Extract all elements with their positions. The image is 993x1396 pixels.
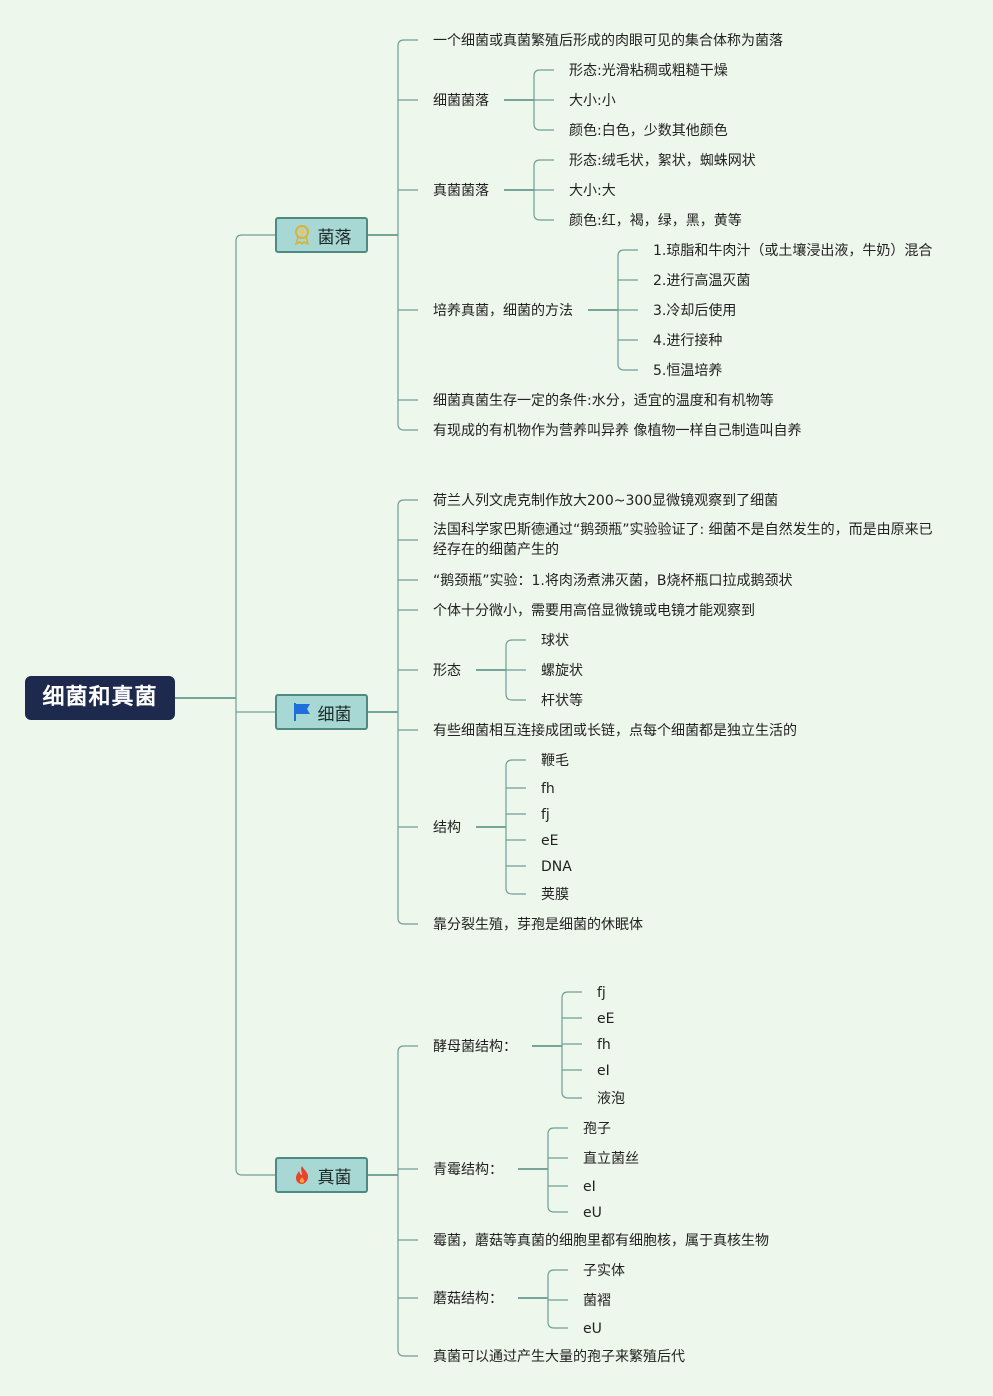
mushroom-structure-item: eU bbox=[583, 1321, 602, 1337]
bacterial-colony-item: 形态:光滑粘稠或粗糙干燥 bbox=[569, 63, 728, 79]
culture-step: 1.琼脂和牛肉汁（或土壤浸出液，牛奶）混合 bbox=[653, 243, 933, 259]
eukaryote-note: 霉菌，蘑菇等真菌的细胞里都有细胞核，属于真核生物 bbox=[433, 1233, 769, 1249]
bacteria-shape-label: 形态 bbox=[433, 663, 461, 679]
survival-conditions: 细菌真菌生存一定的条件:水分，适宜的温度和有机物等 bbox=[433, 393, 774, 409]
fire-icon bbox=[292, 1165, 312, 1185]
mushroom-structure-item: 菌褶 bbox=[583, 1293, 611, 1309]
bacteria-shape-item: 球状 bbox=[541, 633, 569, 649]
fungal-colony-item: 大小:大 bbox=[569, 183, 616, 199]
penicillium-structure-item: 直立菌丝 bbox=[583, 1151, 639, 1167]
penicillium-structure-label: 青霉结构： bbox=[433, 1162, 503, 1178]
topic-bacteria[interactable]: 细菌 bbox=[275, 694, 368, 730]
pasteur-note: 法国科学家巴斯德通过“鹅颈瓶”实验验证了: 细菌不是自然发生的，而是由原来已经存… bbox=[433, 522, 933, 558]
bacteria-structure-item: eE bbox=[541, 833, 559, 849]
topic-fungi-label: 真菌 bbox=[317, 1167, 352, 1188]
topic-bacteria-label: 细菌 bbox=[317, 704, 352, 725]
fungal-colony-item: 形态:绒毛状，絮状，蜘蛛网状 bbox=[569, 153, 756, 169]
flask-experiment-note: “鹅颈瓶”实验：1.将肉汤煮沸灭菌，B烧杯瓶口拉成鹅颈状 bbox=[433, 573, 793, 589]
flag-icon bbox=[292, 702, 312, 722]
bacteria-structure-item: DNA bbox=[541, 859, 572, 875]
topic-fungi[interactable]: 真菌 bbox=[275, 1157, 368, 1193]
bacteria-structure-item: 荚膜 bbox=[541, 887, 569, 903]
topic-colony-label: 菌落 bbox=[317, 227, 352, 248]
mushroom-structure-item: 子实体 bbox=[583, 1263, 625, 1279]
bacteria-structure-label: 结构 bbox=[433, 820, 461, 836]
yeast-structure-item: eE bbox=[597, 1011, 615, 1027]
yeast-structure-item: eI bbox=[597, 1063, 610, 1079]
yeast-structure-item: fj bbox=[597, 985, 606, 1001]
culture-step: 3.冷却后使用 bbox=[653, 303, 737, 319]
nutrition-types: 有现成的有机物作为营养叫异养 像植物一样自己制造叫自养 bbox=[433, 423, 802, 439]
topic-colony[interactable]: 菌落 bbox=[275, 217, 368, 253]
culture-step: 2.进行高温灭菌 bbox=[653, 273, 751, 289]
bacteria-shape-item: 杆状等 bbox=[541, 693, 583, 709]
bacteria-structure-item: 鞭毛 bbox=[541, 753, 569, 769]
penicillium-structure-item: eU bbox=[583, 1205, 602, 1221]
tiny-size-note: 个体十分微小，需要用高倍显微镜或电镜才能观察到 bbox=[433, 603, 755, 619]
yeast-structure-label: 酵母菌结构： bbox=[433, 1039, 517, 1055]
culture-method-label: 培养真菌，细菌的方法 bbox=[433, 303, 573, 319]
bacteria-structure-item: fh bbox=[541, 781, 555, 797]
culture-step: 5.恒温培养 bbox=[653, 363, 723, 379]
fungal-colony-label: 真菌菌落 bbox=[433, 183, 489, 199]
bacteria-shape-item: 螺旋状 bbox=[541, 663, 583, 679]
independent-life-note: 有些细菌相互连接成团或长链，点每个细菌都是独立生活的 bbox=[433, 723, 797, 739]
bacterial-colony-label: 细菌菌落 bbox=[433, 93, 489, 109]
yeast-structure-item: fh bbox=[597, 1037, 611, 1053]
fungal-colony-item: 颜色:红，褐，绿，黑，黄等 bbox=[569, 213, 742, 229]
penicillium-structure-item: eI bbox=[583, 1179, 596, 1195]
reproduction-note: 靠分裂生殖，芽孢是细菌的休眠体 bbox=[433, 917, 643, 933]
culture-step: 4.进行接种 bbox=[653, 333, 723, 349]
bacteria-structure-item: fj bbox=[541, 807, 550, 823]
bacterial-colony-item: 颜色:白色，少数其他颜色 bbox=[569, 123, 728, 139]
root-node[interactable]: 细菌和真菌 bbox=[25, 676, 175, 720]
colony-definition: 一个细菌或真菌繁殖后形成的肉眼可见的集合体称为菌落 bbox=[433, 33, 783, 49]
leeuwenhoek-note: 荷兰人列文虎克制作放大200~300显微镜观察到了细菌 bbox=[433, 493, 779, 509]
award-medal-icon bbox=[292, 225, 312, 245]
spore-reproduction-note: 真菌可以通过产生大量的孢子来繁殖后代 bbox=[433, 1349, 685, 1365]
bacterial-colony-item: 大小:小 bbox=[569, 93, 616, 109]
mushroom-structure-label: 蘑菇结构： bbox=[433, 1291, 503, 1307]
penicillium-structure-item: 孢子 bbox=[583, 1121, 611, 1137]
yeast-structure-item: 液泡 bbox=[597, 1091, 625, 1107]
